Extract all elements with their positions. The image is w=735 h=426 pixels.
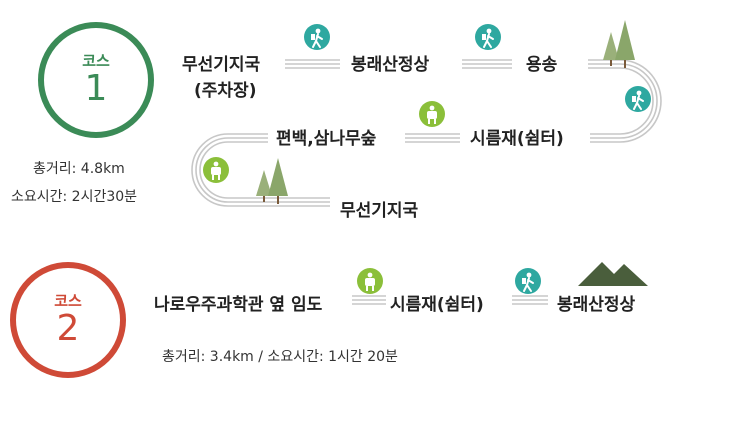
stop-4-name: 시름재(쉼터) — [470, 129, 564, 149]
course-2-number: 2 — [56, 308, 80, 349]
rest-hiker-icon — [357, 268, 383, 294]
course-2-label: 코스 — [54, 292, 82, 310]
course-2-meta: 총거리: 3.4km / 소요시간: 1시간 20분 — [162, 349, 398, 365]
tree-icon — [256, 158, 288, 204]
hiker-icon — [625, 86, 651, 112]
course2-stop-2: 시름재(쉼터) — [390, 295, 484, 315]
route2-segment-2 — [512, 295, 548, 305]
course-2-badge: 코스 2 — [10, 262, 126, 378]
route-segment-2 — [462, 59, 512, 69]
route2-segment-1 — [352, 295, 386, 305]
course-1-time: 소요시간: 2시간30분 — [11, 189, 138, 205]
route-curve-right — [588, 59, 662, 143]
course2-stop-1: 나로우주과학관 옆 임도 — [154, 295, 323, 315]
stop-3-name: 용송 — [526, 55, 558, 75]
route-segment-3 — [405, 133, 460, 143]
hiker-icon — [515, 268, 541, 294]
mountain-icon — [578, 262, 648, 286]
rest-hiker-icon — [419, 101, 445, 127]
stop-1-sub: (주차장) — [194, 81, 257, 101]
route-segment-1 — [285, 59, 340, 69]
hiker-icon — [475, 24, 501, 50]
route-curve-left — [191, 133, 330, 207]
stop-2-name: 봉래산정상 — [351, 55, 430, 75]
tree-icon — [603, 20, 635, 68]
stop-5-name: 편백,삼나무숲 — [276, 129, 377, 149]
rest-hiker-icon — [203, 157, 229, 183]
course-1-label: 코스 — [82, 52, 110, 70]
stop-6-name: 무선기지국 — [340, 201, 419, 221]
stop-1-name: 무선기지국 — [182, 55, 261, 75]
course-1-number: 1 — [84, 68, 108, 109]
hiker-icon — [304, 24, 330, 50]
course2-stop-3: 봉래산정상 — [557, 295, 636, 315]
course-1-distance: 총거리: 4.8km — [33, 161, 125, 177]
course-1-badge: 코스 1 — [38, 22, 154, 138]
